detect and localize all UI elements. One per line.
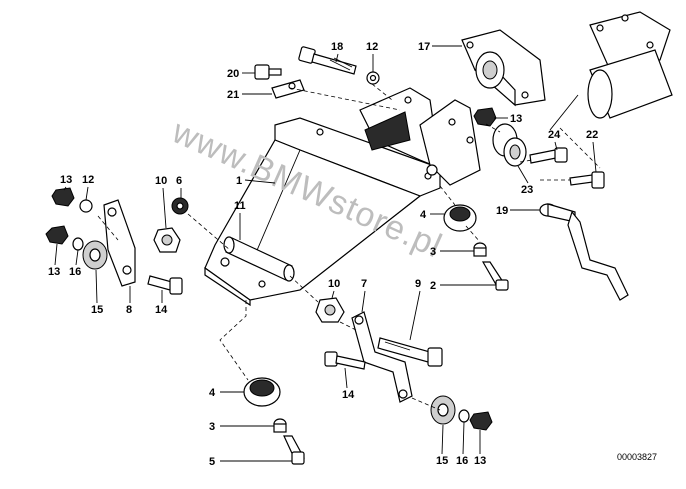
- callout-13-left-bottom: 13: [48, 266, 60, 278]
- callout-16-left: 16: [69, 266, 81, 278]
- nut-13-right-lower: [469, 411, 493, 431]
- callout-3-upper: 3: [430, 246, 436, 258]
- bolt-9: [377, 337, 443, 367]
- callout-4-upper: 4: [420, 209, 427, 221]
- steering-column-bracket: [461, 29, 546, 107]
- bolt-2: [481, 261, 509, 291]
- callout-10-left: 10: [155, 175, 167, 187]
- callout-24: 24: [548, 129, 561, 141]
- callout-23: 23: [521, 184, 533, 196]
- washer-6: [171, 197, 189, 215]
- diagram-number: 00003827: [617, 452, 657, 462]
- lever-19: [539, 203, 629, 301]
- assembly-lines: [97, 83, 601, 411]
- nut-13-left-top: [51, 187, 75, 207]
- steering-column: [549, 11, 673, 131]
- sleeve-3-upper: [473, 242, 487, 257]
- callout-15-left: 15: [91, 304, 103, 316]
- callout-13-lower-right: 13: [474, 455, 486, 467]
- callout-7: 7: [361, 278, 367, 290]
- bolt-22: [569, 171, 605, 189]
- nut-10-right: [315, 297, 345, 323]
- bushing-15-right: [430, 395, 456, 425]
- callout-9: 9: [415, 278, 421, 290]
- callout-14-left: 14: [155, 304, 168, 316]
- callout-11: 11: [234, 200, 246, 212]
- callout-1: 1: [236, 175, 242, 187]
- nut-13-left-bottom: [45, 225, 69, 245]
- callout-19: 19: [496, 205, 508, 217]
- callout-4-lower: 4: [209, 387, 216, 399]
- plate-8: [103, 199, 136, 287]
- bolt-14-left: [147, 275, 183, 295]
- callout-13-upper-right: 13: [510, 113, 522, 125]
- callout-12-top: 12: [366, 41, 378, 53]
- plate-7: [351, 311, 413, 403]
- mount-4-upper: [443, 204, 477, 232]
- nut-13-upper: [473, 107, 497, 127]
- washer-12-left: [79, 199, 93, 213]
- washer-16-left: [72, 237, 84, 251]
- bolt-5: [283, 435, 305, 465]
- callout-20: 20: [227, 68, 239, 80]
- callout-5: 5: [209, 456, 215, 468]
- clip-21: [271, 79, 305, 99]
- bolt-20: [254, 64, 282, 80]
- washer-16-right: [458, 409, 470, 423]
- shaft-tube: [223, 236, 295, 282]
- callout-17: 17: [418, 41, 430, 53]
- bolt-18: [298, 46, 357, 75]
- bushing-23: [492, 123, 527, 167]
- callout-18: 18: [331, 41, 343, 53]
- callout-10-right: 10: [328, 278, 340, 290]
- nut-10-left: [153, 227, 181, 253]
- callout-13-left-top: 13: [60, 174, 72, 186]
- bolt-24: [529, 147, 568, 164]
- callouts: 1 2 3 3 4 4 5 6 7 8 9 10 10: [48, 41, 598, 468]
- callout-2: 2: [430, 280, 436, 292]
- washer-12-top: [366, 71, 380, 85]
- callout-6: 6: [176, 175, 182, 187]
- callout-3-lower: 3: [209, 421, 215, 433]
- mount-4-lower: [243, 377, 281, 407]
- callout-15-right: 15: [436, 455, 448, 467]
- callout-21: 21: [227, 89, 239, 101]
- callout-8: 8: [126, 304, 132, 316]
- bushing-15-left: [82, 240, 108, 270]
- sleeve-3-lower: [273, 418, 287, 433]
- callout-16-right: 16: [456, 455, 468, 467]
- callout-12-left: 12: [82, 174, 94, 186]
- callout-14-right: 14: [342, 389, 355, 401]
- bolt-14-right: [324, 351, 366, 370]
- callout-22: 22: [586, 129, 598, 141]
